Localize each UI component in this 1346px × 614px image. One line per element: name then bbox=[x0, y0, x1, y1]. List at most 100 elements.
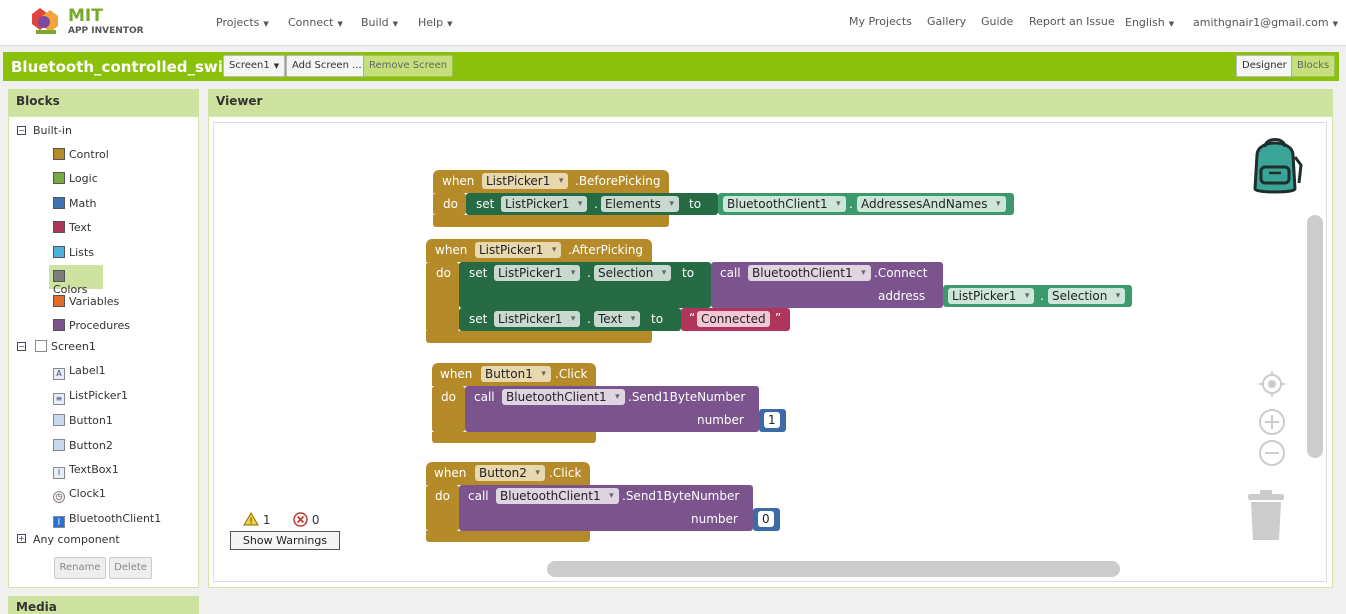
text-value[interactable]: Connected bbox=[697, 311, 770, 327]
param-label: address bbox=[878, 289, 926, 303]
logo-subtitle: APP INVENTOR bbox=[68, 26, 144, 36]
call-keyword: call bbox=[474, 390, 495, 404]
category-control[interactable]: Control bbox=[53, 148, 109, 161]
component-dropdown[interactable]: BluetoothClient1 bbox=[748, 265, 871, 281]
menu-connect[interactable]: Connect▼ bbox=[288, 16, 343, 29]
errors-indicator[interactable]: 0 bbox=[293, 512, 319, 527]
component-dropdown[interactable]: Button2 bbox=[475, 465, 545, 481]
component-label: Label1 bbox=[69, 364, 106, 377]
event-footer bbox=[433, 215, 669, 227]
collapse-builtin-icon[interactable]: − bbox=[17, 126, 26, 135]
collapse-screen-icon[interactable]: − bbox=[17, 342, 26, 351]
component-dropdown[interactable]: ListPicker1 bbox=[494, 265, 581, 281]
component-button1[interactable]: Button1 bbox=[53, 414, 113, 427]
link-gallery[interactable]: Gallery bbox=[927, 15, 967, 28]
rename-button[interactable]: Rename bbox=[54, 557, 106, 579]
language-menu[interactable]: English▼ bbox=[1125, 16, 1174, 29]
component-dropdown[interactable]: ListPicker1 bbox=[475, 242, 562, 258]
link-my-projects[interactable]: My Projects bbox=[849, 15, 912, 28]
tree-any-component[interactable]: Any component bbox=[33, 533, 120, 546]
designer-button[interactable]: Designer bbox=[1236, 55, 1293, 77]
screen-select[interactable]: Screen1▼ bbox=[223, 55, 286, 77]
component-label: Clock1 bbox=[69, 487, 106, 500]
category-colors[interactable]: Colors bbox=[49, 265, 103, 296]
category-logic[interactable]: Logic bbox=[53, 172, 98, 185]
component-label: Button2 bbox=[69, 439, 113, 452]
top-bar: MIT APP INVENTOR Projects▼ Connect▼ Buil… bbox=[0, 0, 1346, 46]
warnings-indicator[interactable]: ! 1 bbox=[243, 512, 270, 527]
viewer-header: Viewer bbox=[208, 89, 1333, 116]
method-name: .Send1ByteNumber bbox=[628, 390, 746, 404]
remove-screen-button[interactable]: Remove Screen bbox=[363, 55, 454, 77]
app-inventor-logo[interactable]: MIT APP INVENTOR bbox=[26, 4, 156, 40]
caret-down-icon: ▼ bbox=[1168, 20, 1175, 28]
component-dropdown[interactable]: ListPicker1 bbox=[482, 173, 569, 189]
category-variables[interactable]: Variables bbox=[53, 295, 119, 308]
expand-any-component-icon[interactable]: + bbox=[17, 534, 26, 543]
do-keyword: do bbox=[443, 197, 458, 211]
menu-projects[interactable]: Projects▼ bbox=[216, 16, 269, 29]
text-color-icon bbox=[53, 221, 65, 233]
when-keyword: when bbox=[434, 466, 467, 480]
tree-builtin[interactable]: Built-in bbox=[33, 124, 72, 137]
blocks-button[interactable]: Blocks bbox=[1291, 55, 1336, 77]
event-name: .Click bbox=[549, 466, 582, 480]
component-dropdown[interactable]: BluetoothClient1 bbox=[496, 488, 619, 504]
dot-separator: . bbox=[594, 197, 598, 211]
trash-icon[interactable] bbox=[1246, 490, 1286, 542]
category-procedures[interactable]: Procedures bbox=[53, 319, 130, 332]
tree-screen1[interactable]: Screen1 bbox=[35, 340, 96, 353]
screen-icon bbox=[35, 340, 47, 352]
component-dropdown[interactable]: BluetoothClient1 bbox=[502, 389, 625, 405]
category-label: Lists bbox=[69, 246, 94, 259]
open-quote: “ bbox=[689, 311, 696, 325]
dot-separator: . bbox=[849, 197, 853, 211]
property-dropdown[interactable]: Selection bbox=[594, 265, 672, 281]
menu-help[interactable]: Help▼ bbox=[418, 16, 452, 29]
component-dropdown[interactable]: ListPicker1 bbox=[501, 196, 588, 212]
horizontal-scrollbar[interactable] bbox=[547, 561, 1120, 577]
button-component-icon bbox=[53, 439, 65, 451]
backpack-icon[interactable] bbox=[1243, 133, 1307, 197]
component-dropdown[interactable]: BluetoothClient1 bbox=[723, 196, 846, 212]
component-clock1[interactable]: ◷Clock1 bbox=[53, 487, 106, 503]
component-button2[interactable]: Button2 bbox=[53, 439, 113, 452]
textbox-component-icon: I bbox=[53, 467, 65, 479]
procedures-color-icon bbox=[53, 319, 65, 331]
delete-button[interactable]: Delete bbox=[109, 557, 152, 579]
category-lists[interactable]: Lists bbox=[53, 246, 94, 259]
listpicker-component-icon: ≡ bbox=[53, 393, 65, 405]
component-dropdown[interactable]: Button1 bbox=[481, 366, 551, 382]
variables-color-icon bbox=[53, 295, 65, 307]
show-warnings-button[interactable]: Show Warnings bbox=[230, 531, 340, 550]
event-name: .BeforePicking bbox=[575, 174, 661, 188]
property-dropdown[interactable]: Selection bbox=[1048, 288, 1126, 304]
property-dropdown[interactable]: AddressesAndNames bbox=[857, 196, 1006, 212]
vertical-scrollbar[interactable] bbox=[1307, 215, 1323, 458]
link-guide[interactable]: Guide bbox=[981, 15, 1014, 28]
media-panel-header: Media bbox=[8, 596, 199, 614]
do-keyword: do bbox=[435, 489, 450, 503]
category-text[interactable]: Text bbox=[53, 221, 91, 234]
category-math[interactable]: Math bbox=[53, 197, 97, 210]
component-listpicker1[interactable]: ≡ListPicker1 bbox=[53, 389, 128, 405]
component-dropdown[interactable]: ListPicker1 bbox=[948, 288, 1035, 304]
recenter-icon[interactable] bbox=[1258, 370, 1286, 398]
zoom-out-icon[interactable] bbox=[1258, 439, 1286, 467]
link-report-issue[interactable]: Report an Issue bbox=[1029, 15, 1115, 28]
number-value[interactable]: 1 bbox=[764, 412, 780, 428]
property-dropdown[interactable]: Elements bbox=[601, 196, 679, 212]
zoom-in-icon[interactable] bbox=[1258, 408, 1286, 436]
menu-build[interactable]: Build▼ bbox=[361, 16, 398, 29]
add-screen-button[interactable]: Add Screen ... bbox=[286, 55, 368, 77]
do-keyword: do bbox=[441, 390, 456, 404]
account-menu[interactable]: amithgnair1@gmail.com▼ bbox=[1193, 16, 1338, 29]
number-value[interactable]: 0 bbox=[758, 511, 774, 527]
button-component-icon bbox=[53, 414, 65, 426]
call-keyword: call bbox=[720, 266, 741, 280]
component-dropdown[interactable]: ListPicker1 bbox=[494, 311, 581, 327]
property-dropdown[interactable]: Text bbox=[594, 311, 641, 327]
